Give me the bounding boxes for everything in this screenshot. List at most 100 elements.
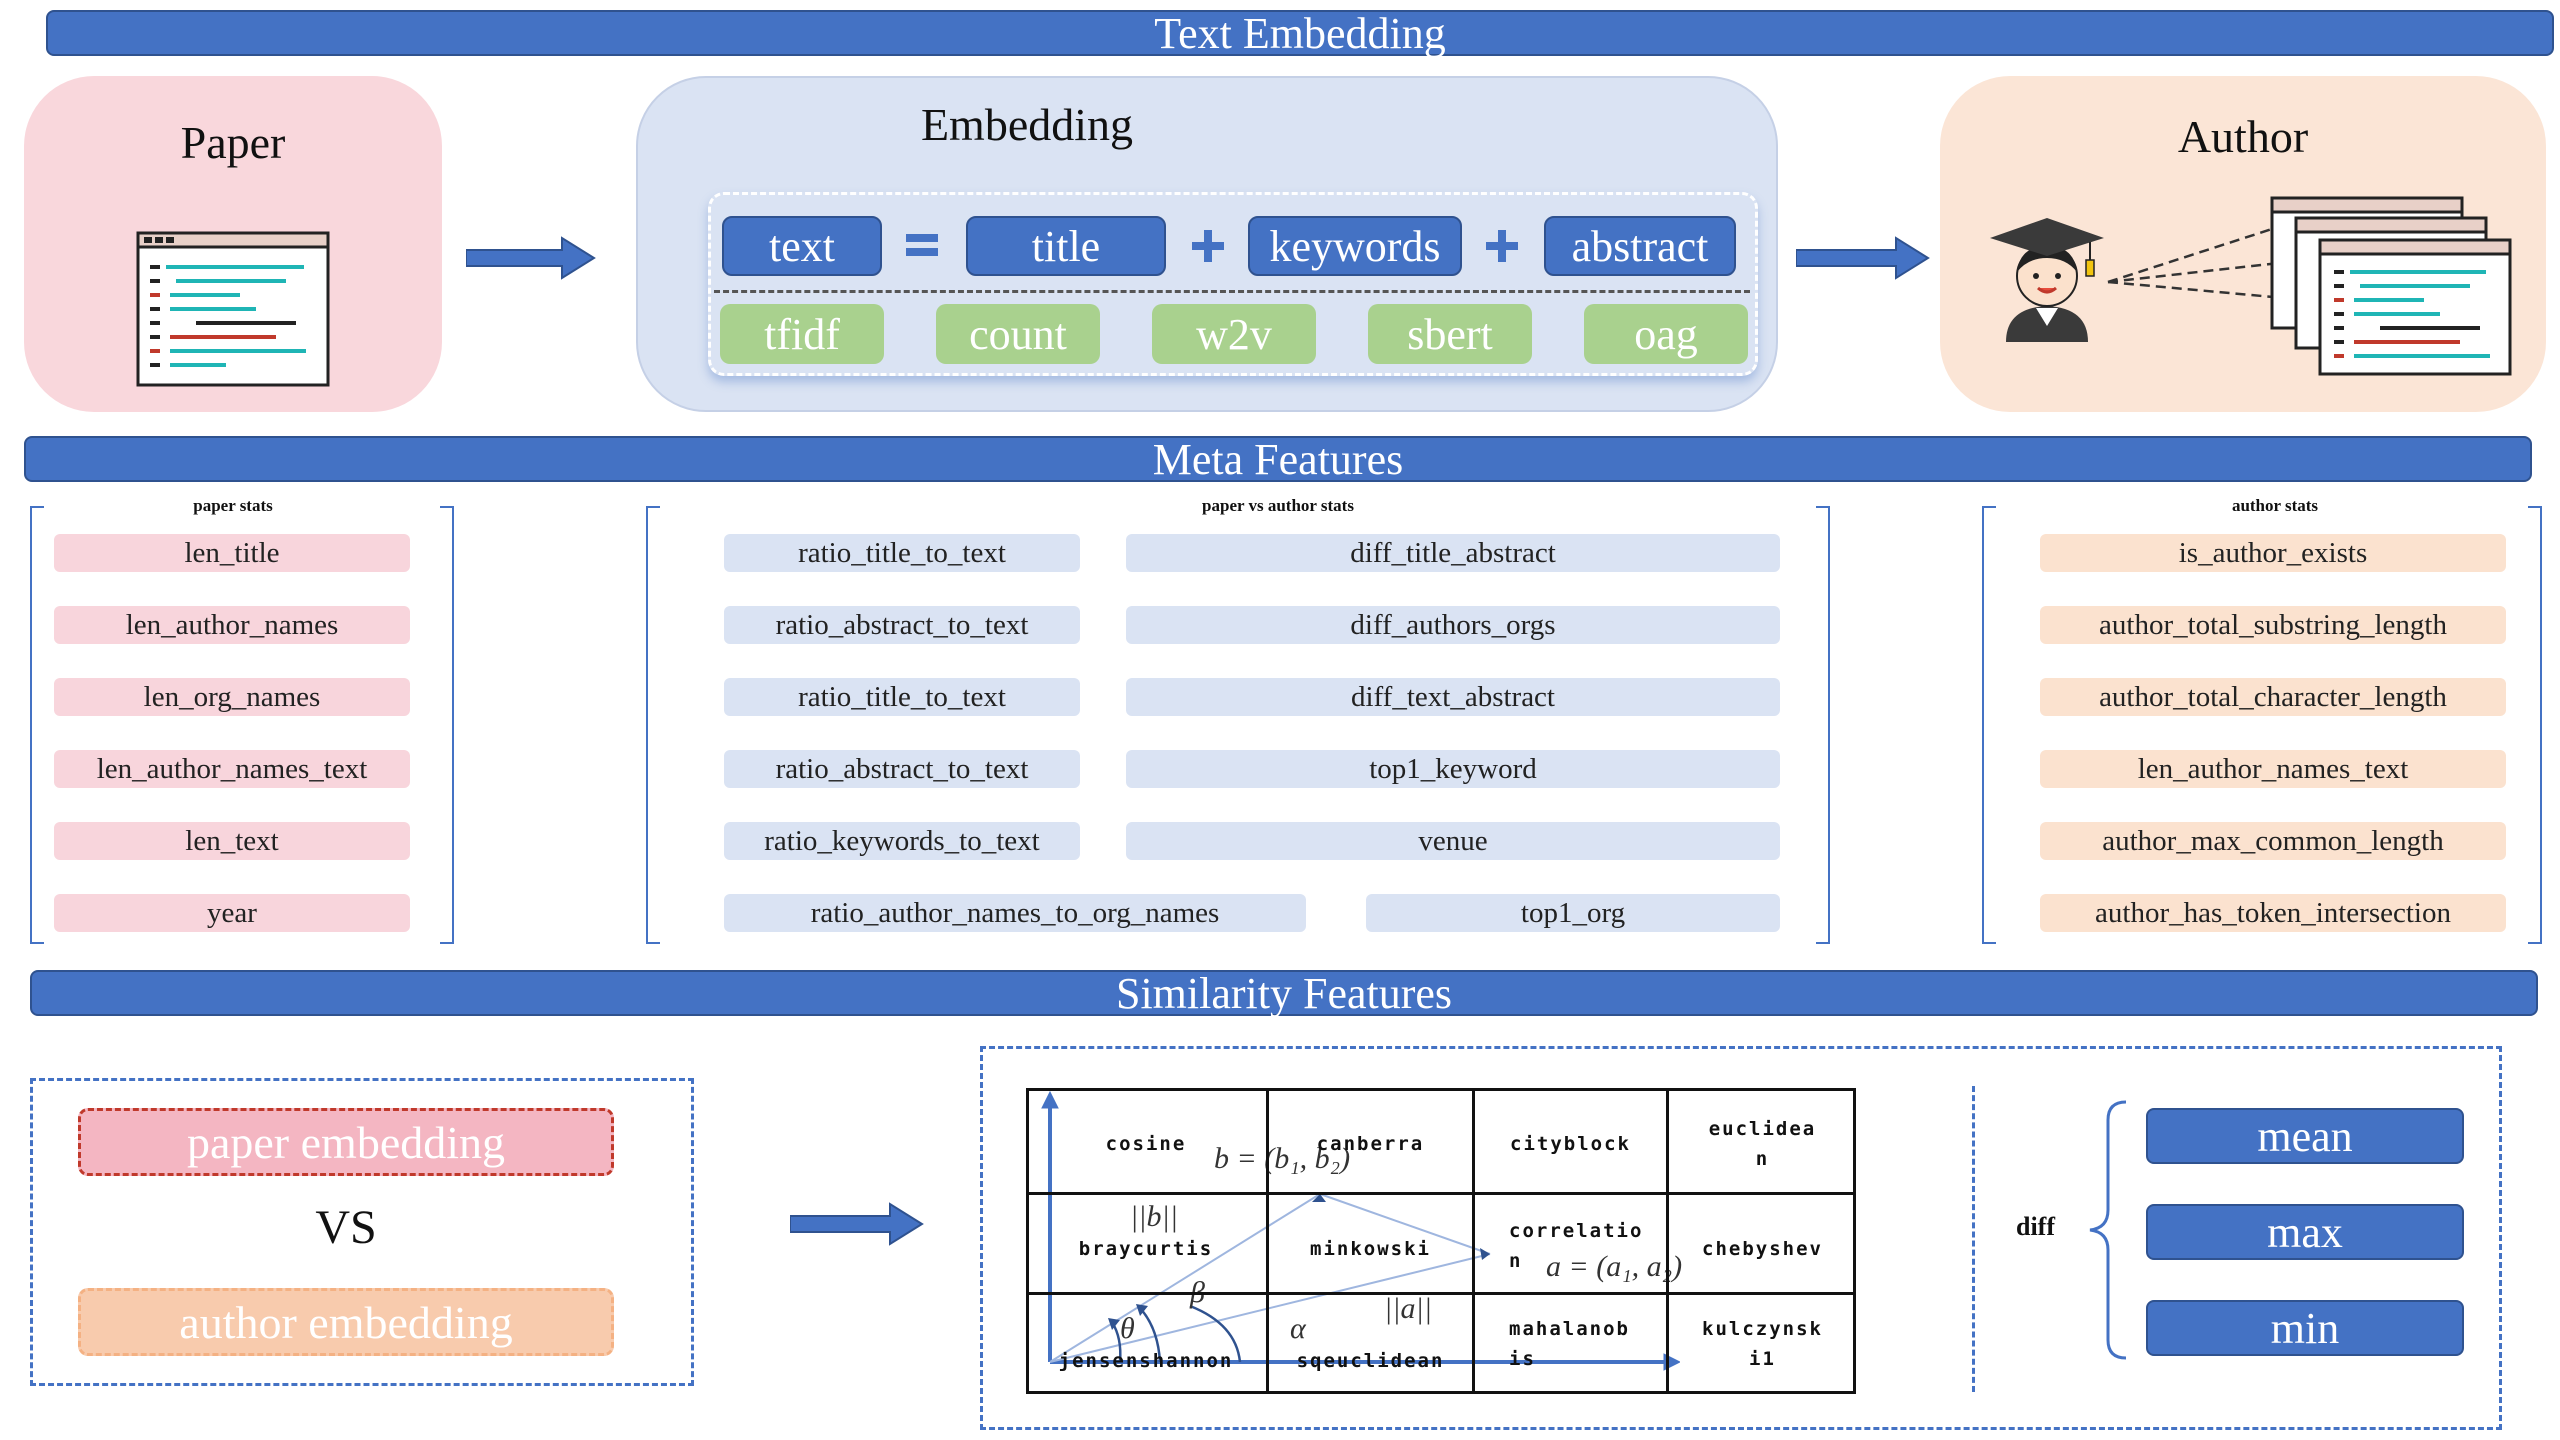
vector-a-norm-label: ||a|| xyxy=(1384,1292,1432,1325)
author-stats-heading: author stats xyxy=(2231,496,2319,515)
author-embedding-pill: author embedding xyxy=(78,1288,614,1356)
metric-kulczynski-line2: i1 xyxy=(1749,1348,1776,1370)
author-stat-item: author_total_character_length xyxy=(2040,678,2506,716)
vector-a-label: a = (a₁, a₂) xyxy=(1546,1250,1683,1283)
author-stat-item: len_author_names_text xyxy=(2040,750,2506,788)
diff-stat-item: diff_text_abstract xyxy=(1126,678,1780,716)
author-panel: Author xyxy=(1940,76,2546,412)
method-sbert: sbert xyxy=(1368,304,1532,364)
method-tfidf: tfidf xyxy=(720,304,884,364)
paper-stat-item: len_title xyxy=(54,534,410,572)
diff-stat-item: top1_org xyxy=(1366,894,1780,932)
vector-b-norm-label: ||b|| xyxy=(1130,1200,1178,1233)
equals-icon-bar xyxy=(906,248,938,256)
metric-sqeuclidean: sqeuclidean xyxy=(1296,1350,1445,1372)
ratio-stat-item: ratio_author_names_to_org_names xyxy=(724,894,1306,932)
diff-label: diff xyxy=(2016,1212,2055,1241)
paper-embedding-pill: paper embedding xyxy=(78,1108,614,1176)
ratio-stat-item: ratio_keywords_to_text xyxy=(724,822,1080,860)
section-banner-meta-features: Meta Features xyxy=(24,434,2532,484)
paper-stat-item: len_author_names xyxy=(54,606,410,644)
paper-embedding-label: paper embedding xyxy=(186,1116,506,1168)
vector-angle-diagram xyxy=(1041,1090,1680,1371)
metric-cityblock: cityblock xyxy=(1510,1133,1631,1155)
author-embedding-label: author embedding xyxy=(179,1296,513,1348)
metric-euclidean-line1: euclidea xyxy=(1708,1118,1817,1140)
diff-stat-item: diff_authors_orgs xyxy=(1126,606,1780,644)
aggregation-mean: mean xyxy=(2146,1108,2464,1164)
aggregation-max: max xyxy=(2146,1204,2464,1260)
document-icon xyxy=(136,231,330,387)
metric-minkowski: minkowski xyxy=(1310,1238,1431,1260)
ratio-stat-item: ratio_abstract_to_text xyxy=(724,606,1080,644)
formula-title: title xyxy=(966,216,1166,276)
angle-theta-label: θ xyxy=(1120,1312,1135,1345)
diff-stat-item: top1_keyword xyxy=(1126,750,1780,788)
metric-kulczynski: kulczynsk i1 xyxy=(1669,1298,1856,1390)
paper-panel-title: Paper xyxy=(180,117,286,168)
arrow-right-icon xyxy=(1796,236,1930,280)
metric-canberra: canberra xyxy=(1316,1133,1425,1155)
aggregation-min: min xyxy=(2146,1300,2464,1356)
metric-mahalanobis-line2: is xyxy=(1509,1348,1536,1370)
ratio-stat-item: ratio_title_to_text xyxy=(724,534,1080,572)
equals-icon xyxy=(906,234,938,242)
metric-chebyshev: chebyshev xyxy=(1702,1238,1823,1260)
author-stat-item: author_has_token_intersection xyxy=(2040,894,2506,932)
plus-icon-vertical xyxy=(1498,230,1506,262)
paper-panel: Paper xyxy=(24,76,442,412)
author-stat-item: author_max_common_length xyxy=(2040,822,2506,860)
vector-b-label: b = (b₁, b₂) xyxy=(1214,1142,1351,1175)
method-oag: oag xyxy=(1584,304,1748,364)
paper-stat-item: len_author_names_text xyxy=(54,750,410,788)
section-banner-similarity-features: Similarity Features xyxy=(30,968,2538,1018)
metric-cosine: cosine xyxy=(1105,1133,1187,1155)
diff-brace xyxy=(2089,1100,2127,1360)
diff-stat-item: venue xyxy=(1126,822,1780,860)
vs-label: VS xyxy=(315,1201,377,1254)
diff-stat-item: diff_title_abstract xyxy=(1126,534,1780,572)
metric-euclidean-line2: n xyxy=(1755,1148,1770,1170)
formula-keywords: keywords xyxy=(1248,216,1462,276)
section-title: Text Embedding xyxy=(1154,8,1446,58)
paper-stats-heading: paper stats xyxy=(193,496,273,515)
paper-vs-author-stats-heading: paper vs author stats xyxy=(1202,496,1354,515)
arrow-right-icon xyxy=(466,236,596,280)
embedding-comparison-box xyxy=(30,1078,694,1386)
embedding-panel-title: Embedding xyxy=(920,99,1134,150)
author-panel-title: Author xyxy=(2177,111,2309,162)
paper-stat-item: len_text xyxy=(54,822,410,860)
ratio-stat-item: ratio_abstract_to_text xyxy=(724,750,1080,788)
metric-correlation-line2: n xyxy=(1509,1250,1523,1272)
metric-correlation-line1: correlatio xyxy=(1509,1220,1644,1242)
section-banner-text-embedding: Text Embedding xyxy=(46,8,2554,58)
ratio-stat-item: ratio_title_to_text xyxy=(724,678,1080,716)
metric-correlation: correlatio n xyxy=(1475,1200,1666,1292)
metric-mahalanobis-line1: mahalanob xyxy=(1509,1318,1630,1340)
paper-stat-item: len_org_names xyxy=(54,678,410,716)
metrics-table xyxy=(1026,1088,1856,1394)
angle-alpha-label: α xyxy=(1290,1312,1306,1345)
author-stat-item: author_total_substring_length xyxy=(2040,606,2506,644)
metric-mahalanobis: mahalanob is xyxy=(1475,1298,1666,1390)
metric-braycurtis: braycurtis xyxy=(1078,1238,1214,1260)
author-stats-bracket xyxy=(1982,504,2542,948)
paper-vs-author-stats-bracket xyxy=(646,504,1830,948)
embedding-panel: Embedding text title keywords abstract t… xyxy=(636,76,1778,412)
similarity-metrics-box xyxy=(980,1046,2502,1430)
formula-divider xyxy=(714,290,1750,293)
arrow-right-icon xyxy=(790,1202,924,1246)
method-w2v: w2v xyxy=(1152,304,1316,364)
author-stat-item: is_author_exists xyxy=(2040,534,2506,572)
metrics-divider xyxy=(1972,1086,1975,1392)
metric-kulczynski-line1: kulczynsk xyxy=(1702,1318,1823,1340)
section-title: Meta Features xyxy=(1152,434,1404,484)
graduate-avatar-icon xyxy=(1990,218,2104,342)
plus-icon-vertical xyxy=(1204,230,1212,262)
paper-stats-bracket xyxy=(30,504,454,948)
paper-stat-item: year xyxy=(54,894,410,932)
formula-text: text xyxy=(722,216,882,276)
section-title: Similarity Features xyxy=(1115,968,1453,1018)
metric-euclidean: euclidea n xyxy=(1669,1096,1856,1192)
stacked-documents-icon xyxy=(2270,196,2512,376)
